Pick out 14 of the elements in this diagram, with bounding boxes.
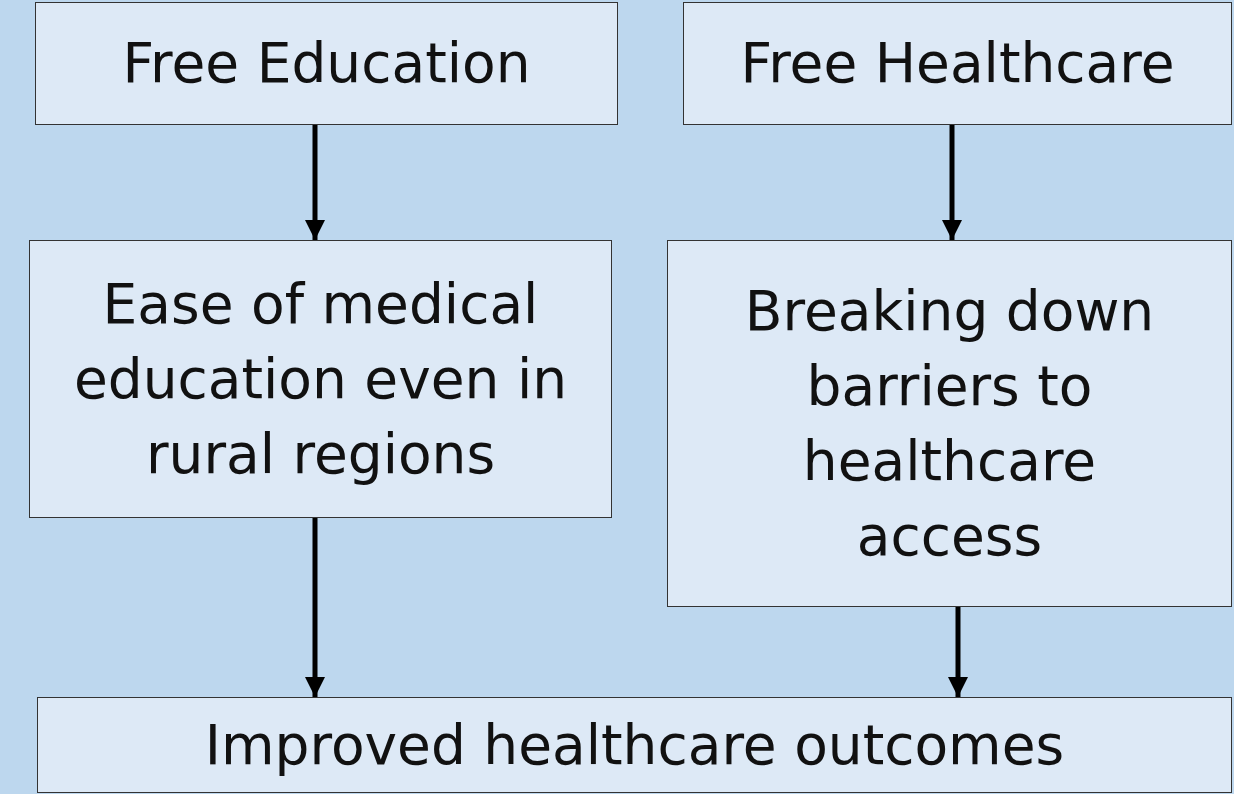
arrow bbox=[305, 518, 325, 697]
process-box bbox=[29, 240, 612, 518]
box-label: Free Education bbox=[122, 30, 531, 97]
box-label: Breaking down barriers to healthcare access bbox=[743, 277, 1156, 570]
arrow bbox=[948, 607, 968, 697]
process-box bbox=[37, 697, 1232, 793]
box-label: Free Healthcare bbox=[740, 30, 1175, 97]
process-box bbox=[35, 2, 618, 125]
arrow bbox=[942, 125, 962, 240]
process-box bbox=[683, 2, 1232, 125]
arrow bbox=[305, 125, 325, 240]
box-label: Improved healthcare outcomes bbox=[204, 711, 1065, 779]
box-label: Ease of medical education even in rural regions bbox=[72, 270, 569, 488]
process-box bbox=[667, 240, 1232, 607]
